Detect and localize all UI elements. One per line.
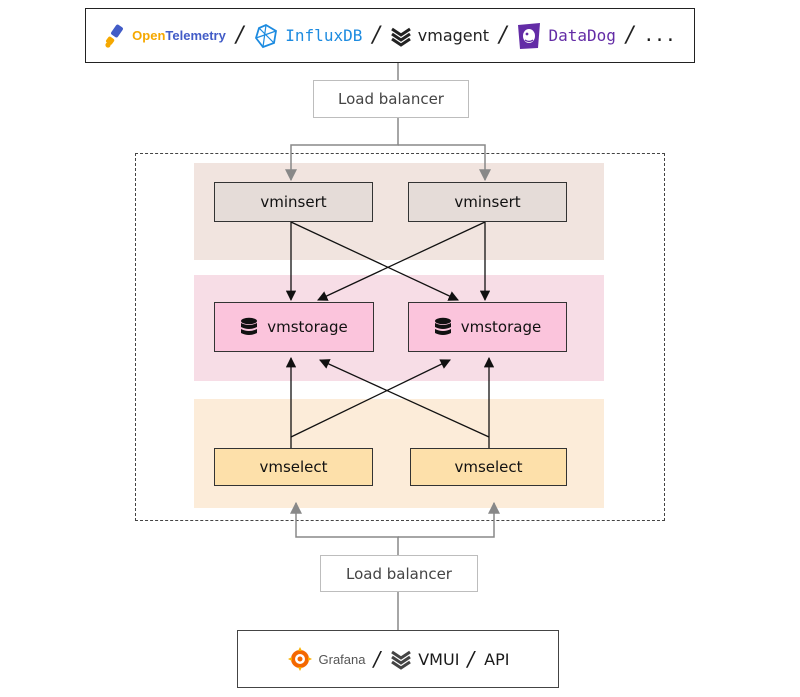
source-datadog: DataDog bbox=[516, 22, 616, 50]
source-vmagent: vmagent bbox=[390, 25, 489, 47]
vmselect-node: vmselect bbox=[214, 448, 373, 486]
separator: / bbox=[499, 23, 507, 48]
grafana-icon bbox=[287, 647, 312, 671]
vminsert-node: vminsert bbox=[214, 182, 373, 222]
source-label-datadog: DataDog bbox=[548, 26, 616, 45]
vmstorage-label: vmstorage bbox=[267, 318, 348, 336]
influxdb-icon bbox=[255, 23, 278, 48]
separator: / bbox=[372, 23, 380, 48]
data-sources-bar: OpenTelemetry / InfluxDB / vmagent / Dat… bbox=[85, 8, 695, 63]
vmselect-node: vmselect bbox=[410, 448, 567, 486]
vmstorage-node: vmstorage bbox=[408, 302, 567, 352]
separator: / bbox=[467, 647, 475, 671]
clients-bar: Grafana / VMUI / API bbox=[237, 630, 559, 688]
separator: / bbox=[625, 23, 634, 48]
vmui-icon bbox=[391, 650, 412, 670]
load-balancer-bottom: Load balancer bbox=[320, 555, 478, 592]
load-balancer-top: Load balancer bbox=[313, 80, 469, 118]
client-label-vmui: VMUI bbox=[418, 649, 460, 669]
separator: / bbox=[235, 23, 244, 48]
datadog-icon bbox=[518, 22, 541, 49]
separator: / bbox=[373, 647, 381, 671]
opentelemetry-icon bbox=[105, 24, 124, 48]
cluster-boundary bbox=[135, 153, 665, 521]
client-label-api: API bbox=[484, 649, 510, 669]
database-icon bbox=[434, 317, 451, 335]
source-influxdb: InfluxDB bbox=[253, 23, 362, 49]
source-label-influxdb: InfluxDB bbox=[285, 26, 363, 45]
vmstorage-node: vmstorage bbox=[214, 302, 374, 352]
client-grafana: Grafana bbox=[287, 646, 366, 672]
source-label-opentelemetry: OpenTelemetry bbox=[132, 28, 226, 43]
source-opentelemetry: OpenTelemetry bbox=[104, 23, 226, 49]
more-sources-ellipsis: ... bbox=[643, 25, 676, 46]
vmagent-icon bbox=[390, 27, 411, 47]
client-vmui: VMUI bbox=[390, 648, 459, 670]
database-icon bbox=[241, 317, 258, 335]
vmstorage-label: vmstorage bbox=[460, 318, 542, 336]
vminsert-node: vminsert bbox=[408, 182, 567, 222]
client-label-grafana: Grafana bbox=[318, 651, 366, 667]
source-label-vmagent: vmagent bbox=[417, 26, 490, 45]
